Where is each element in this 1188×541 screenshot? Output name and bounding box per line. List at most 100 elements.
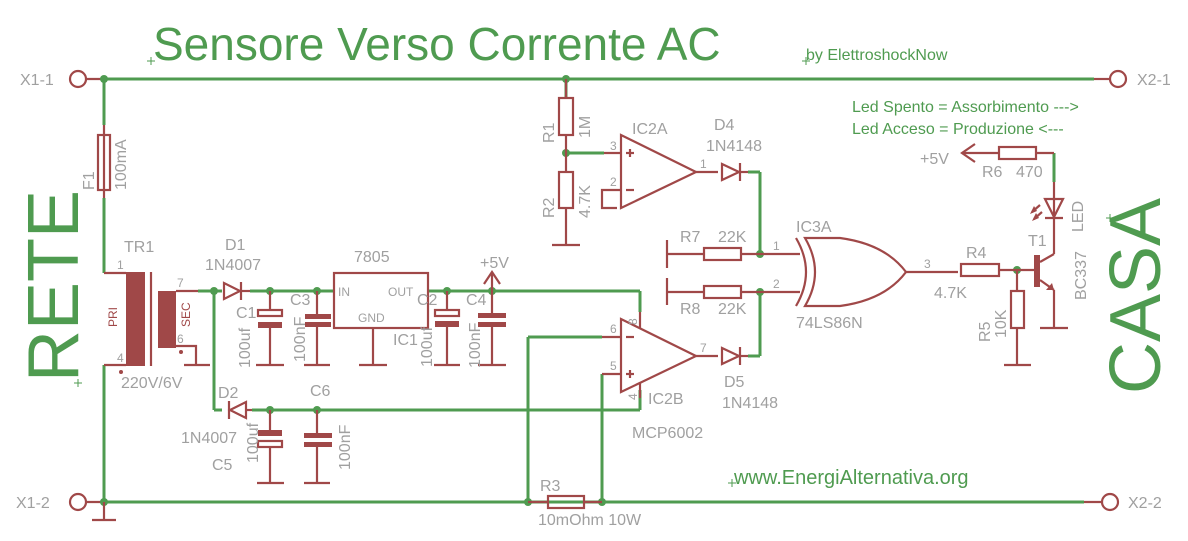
r7-label: R7: [680, 229, 701, 246]
d2-value: 1N4007: [181, 430, 237, 447]
opamp-ic2a: [600, 133, 718, 210]
ic2b-pin5: 5: [610, 359, 617, 373]
transistor-t1: [1034, 218, 1068, 330]
connector-x2-1-label: X2-1: [1137, 72, 1171, 89]
tr1-pin4: 4: [117, 351, 124, 365]
diode-d2: [227, 400, 252, 420]
t1-value: BC337: [1073, 251, 1090, 300]
resistor-r1: [557, 79, 575, 153]
led-label: LED: [1070, 201, 1087, 232]
opamp-ic2b: [602, 312, 718, 398]
capacitor-c1: [256, 291, 284, 367]
tr1-value: 220V/6V: [121, 375, 183, 392]
vcc-symbol: [483, 270, 501, 291]
c3-value: 100nF: [292, 316, 309, 362]
tr1-sec-label: SEC: [179, 302, 193, 327]
tr1-pri-label: PRI: [106, 307, 120, 327]
r1-label: R1: [541, 122, 558, 143]
ic2b-pin8: 8: [626, 318, 640, 325]
d5-label: D5: [724, 374, 745, 391]
r3-value: 10mOhm 10W: [538, 512, 642, 529]
c3-label: C3: [290, 292, 311, 309]
connector-x1-2-label: X1-2: [16, 495, 50, 512]
r4-label: R4: [966, 245, 987, 262]
r6-vcc-label: +5V: [920, 151, 949, 168]
capacitor-c3: [304, 291, 331, 367]
ic1-value: 7805: [354, 249, 390, 266]
c2-label: C2: [417, 292, 438, 309]
c6-value: 100nF: [337, 424, 354, 470]
ic3a-pin2: 2: [773, 277, 780, 291]
ic2b-label: IC2B: [648, 391, 684, 408]
c1-value: 100uf: [237, 327, 254, 368]
led: [1030, 182, 1065, 221]
ic3a-label: IC3A: [796, 219, 832, 236]
ic1-label: IC1: [393, 332, 418, 349]
r2-value: 4.7K: [577, 185, 594, 218]
r8-value: 22K: [718, 301, 747, 318]
capacitor-c6: [304, 410, 332, 485]
ic1-gnd-pin: GND: [358, 311, 385, 325]
f1-value: 100mA: [113, 139, 130, 190]
connector-x2-2[interactable]: [1084, 492, 1120, 512]
ic2a-pin1: 1: [700, 157, 707, 171]
c4-value: 100nF: [467, 322, 484, 368]
connector-x1-2[interactable]: [68, 492, 104, 512]
diode-d4: [720, 162, 748, 182]
ic1-out-pin: OUT: [388, 285, 414, 299]
resistor-r5: [1004, 270, 1031, 367]
r7-value: 22K: [718, 229, 747, 246]
r5-value: 10K: [993, 309, 1010, 338]
d4-value: 1N4148: [706, 138, 762, 155]
diode-d1: [222, 281, 250, 301]
legend-line-1: Led Spento = Assorbimento --->: [852, 99, 1079, 116]
ic1-in-pin: IN: [338, 285, 350, 299]
capacitor-c4: [478, 291, 506, 367]
r3-label: R3: [540, 478, 561, 495]
c6-label: C6: [310, 383, 331, 400]
r2-label: R2: [541, 197, 558, 218]
d5-value: 1N4148: [722, 395, 778, 412]
tr1-pin7: 7: [177, 276, 184, 290]
resistor-r6: [960, 143, 1054, 163]
casa-label: CASA: [1096, 198, 1176, 394]
ic2b-pin6: 6: [610, 322, 617, 336]
ic3a-pin1: 1: [773, 239, 780, 253]
origin-markers: [74, 57, 1114, 487]
tr1-label: TR1: [124, 239, 154, 256]
transformer-tr1: [104, 271, 210, 374]
capacitor-c5: [256, 410, 284, 485]
d2-label: D2: [218, 385, 239, 402]
tr1-pin6: 6: [177, 332, 184, 346]
r6-value: 470: [1016, 164, 1043, 181]
regulator-ic1: [332, 271, 430, 367]
c5-value: 100uf: [245, 422, 262, 463]
website-url: www.EnergiAlternativa.org: [733, 467, 969, 489]
fuse-f1: [96, 125, 112, 198]
d4-label: D4: [714, 117, 735, 134]
ic2b-value: MCP6002: [632, 425, 703, 442]
r5-label: R5: [977, 321, 994, 342]
connector-x1-1[interactable]: [68, 69, 104, 89]
resistor-r4: [959, 262, 1035, 278]
connector-x2-1[interactable]: [1094, 69, 1128, 89]
author-credit: by ElettroshockNow: [806, 47, 948, 64]
c2-value: 100uf: [419, 326, 436, 367]
ic3a-pin3: 3: [924, 257, 931, 271]
resistor-r3: [528, 494, 602, 510]
vcc-label: +5V: [480, 255, 509, 272]
r8-label: R8: [680, 301, 701, 318]
c4-label: C4: [466, 292, 487, 309]
ic2b-pin4: 4: [626, 393, 640, 400]
xor-gate-ic3a: [795, 236, 958, 308]
rete-label: RETE: [14, 190, 94, 382]
tr1-pin1: 1: [117, 258, 124, 272]
d1-value: 1N4007: [205, 257, 261, 274]
resistor-r7: [665, 240, 800, 268]
resistor-r8: [665, 278, 800, 305]
ic3a-value: 74LS86N: [796, 315, 863, 332]
r6-label: R6: [982, 164, 1003, 181]
connector-x1-1-label: X1-1: [20, 72, 54, 89]
diode-d5: [720, 346, 748, 366]
r1-value: 1M: [577, 116, 594, 138]
